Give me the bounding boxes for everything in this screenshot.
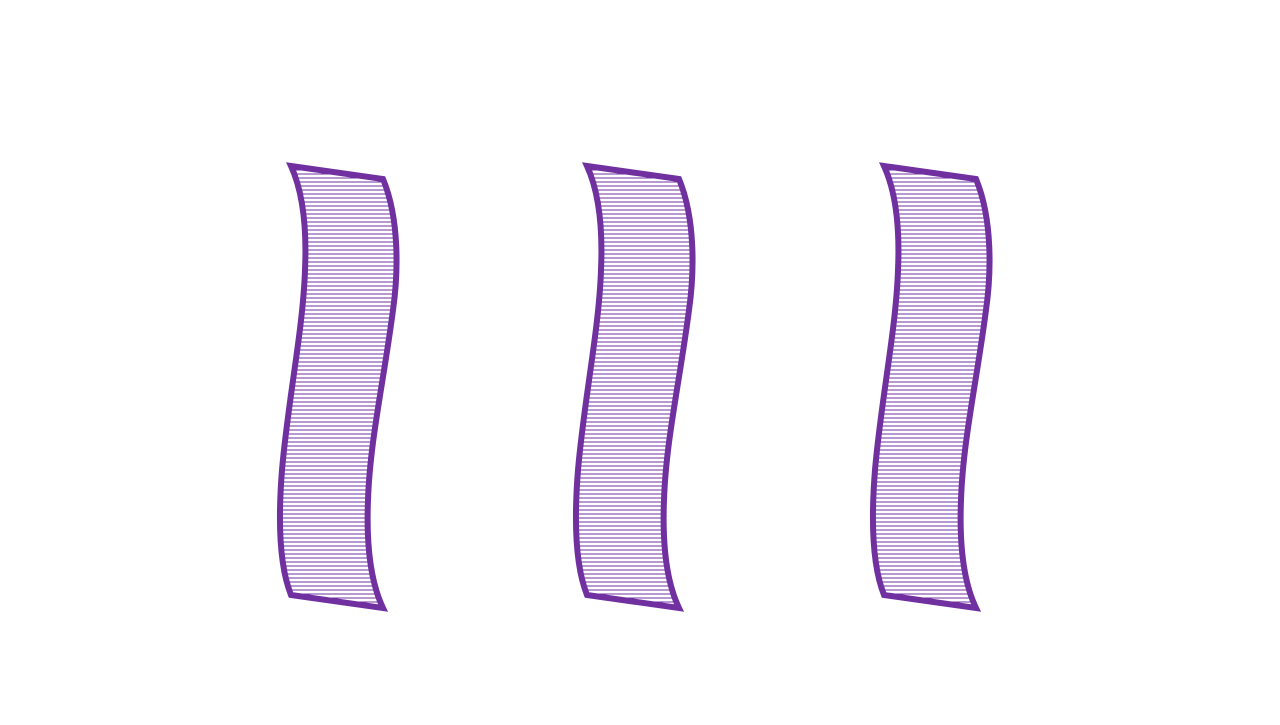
wave-ribbon-shape-3 (869, 162, 993, 612)
wave-ribbon-shape-2 (572, 162, 696, 612)
wave-ribbon-shape-1 (276, 162, 400, 612)
